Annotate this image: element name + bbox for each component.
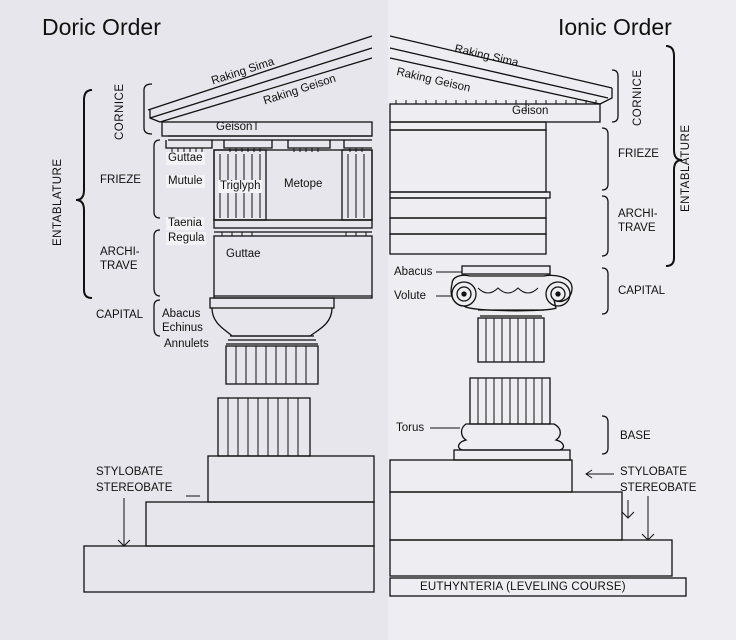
bracket-architrave-right xyxy=(601,195,609,257)
ionic-abacus xyxy=(461,265,551,275)
label-guttae-bottom: Guttae xyxy=(226,248,261,260)
label-base: BASE xyxy=(620,430,651,442)
bracket-base-right xyxy=(601,415,609,455)
bracket-cornice-left xyxy=(143,83,153,135)
label-capital-left: CAPITAL xyxy=(96,309,144,321)
label-stylobate-right: STYLOBATE xyxy=(620,466,687,478)
doric-heading: Doric Order xyxy=(42,14,161,40)
label-stylobate-left: STYLOBATE xyxy=(96,466,163,478)
label-geison-left: Geison xyxy=(216,121,253,133)
doric-step-bottom xyxy=(83,545,375,593)
label-stereobate-left: STEREOBATE xyxy=(96,482,173,494)
label-triglyph: Triglyph xyxy=(218,180,263,193)
label-architrave-right-2: TRAVE xyxy=(618,222,656,234)
label-frieze-left: FRIEZE xyxy=(100,174,141,186)
label-architrave-left-1: ARCHI- xyxy=(100,246,140,258)
label-abacus-left: Abacus xyxy=(162,308,201,320)
label-architrave-left-2: TRAVE xyxy=(100,260,138,272)
ionic-volute-right xyxy=(545,281,571,307)
label-frieze-right: FRIEZE xyxy=(618,148,659,160)
label-taenia: Taenia xyxy=(166,217,204,230)
label-mutule: Mutule xyxy=(166,175,205,188)
doric-shaft-upper xyxy=(225,345,319,385)
label-capital-right: CAPITAL xyxy=(618,285,666,297)
ionic-euthynteria xyxy=(389,577,687,597)
bracket-architrave-left xyxy=(153,229,161,297)
ionic-step-bottom xyxy=(389,539,673,577)
bracket-frieze-left xyxy=(153,139,161,219)
label-entablature-left: ENTABLATURE xyxy=(52,158,64,246)
doric-pediment xyxy=(147,35,373,111)
bracket-capital-right xyxy=(601,267,609,315)
label-stereobate-right: STEREOBATE xyxy=(620,482,697,494)
doric-abacus xyxy=(209,297,335,309)
label-regula: Regula xyxy=(166,232,207,245)
label-guttae-top: Guttae xyxy=(166,152,205,165)
label-volute: Volute xyxy=(394,290,426,302)
bracket-capital-left xyxy=(153,299,161,337)
label-cornice-left: CORNICE xyxy=(114,83,126,140)
ionic-shaft-upper xyxy=(477,317,545,363)
label-geison-right: Geison xyxy=(512,105,549,117)
bracket-cornice-right xyxy=(611,69,619,123)
label-euthynteria: EUTHYNTERIA (LEVELING COURSE) xyxy=(420,581,626,593)
label-entablature-right: ENTABLATURE xyxy=(680,124,692,212)
bracket-frieze-right xyxy=(601,127,609,191)
label-echinus: Echinus xyxy=(162,322,203,334)
bracket-entablature-right xyxy=(665,45,683,267)
ionic-volute-left xyxy=(451,281,477,307)
ionic-pediment xyxy=(389,35,613,89)
label-metope: Metope xyxy=(284,178,323,190)
ionic-heading: Ionic Order xyxy=(558,14,672,40)
label-architrave-right-1: ARCHI- xyxy=(618,208,658,220)
bracket-entablature-left xyxy=(75,89,93,299)
label-annulets: Annulets xyxy=(164,338,209,350)
label-cornice-right: CORNICE xyxy=(632,69,644,126)
label-abacus-right: Abacus xyxy=(394,266,433,278)
label-torus: Torus xyxy=(396,422,425,434)
